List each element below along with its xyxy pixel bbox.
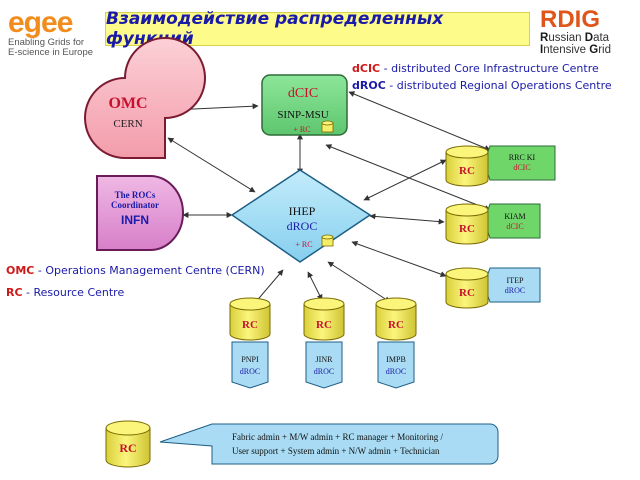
arrow-ihep-rrc bbox=[363, 159, 447, 201]
rc-roles-line2: User support + System admin + N/W admin … bbox=[232, 446, 440, 456]
kiam-line2: dCIC bbox=[506, 222, 523, 231]
rrc-ki-node: RC RRC KI dCIC bbox=[445, 145, 556, 187]
arrow-dcic-rrc bbox=[348, 91, 491, 151]
legend-dcic: dCIC - distributed Core Infrastructure C… bbox=[352, 62, 599, 75]
dcic-sub: SINP-MSU bbox=[277, 109, 328, 121]
impb-line1: IMPB bbox=[386, 355, 406, 364]
egee-logo-line2: E-science in Europe bbox=[8, 47, 94, 58]
impb-node: RC IMPB dROC bbox=[375, 297, 417, 389]
rrc-line2: dCIC bbox=[513, 163, 530, 172]
dcic-badge: + RC bbox=[293, 125, 310, 134]
pnpi-line2: dROC bbox=[240, 367, 260, 376]
arrow-ihep-itep bbox=[351, 241, 447, 277]
itep-line2: dROC bbox=[505, 286, 525, 295]
ihep-line1: IHEP bbox=[289, 204, 316, 218]
omc-sub: CERN bbox=[113, 118, 142, 130]
ihep-db-icon bbox=[321, 234, 334, 247]
arrow-ihep-impb bbox=[327, 261, 391, 303]
impb-rc: RC bbox=[388, 319, 404, 331]
rocs-line3: INFN bbox=[121, 213, 149, 227]
jinr-line1: JINR bbox=[316, 355, 334, 364]
jinr-node: RC JINR dROC bbox=[303, 297, 345, 389]
omc-label: OMC bbox=[108, 95, 147, 112]
itep-node: RC ITEP dROC bbox=[445, 267, 541, 309]
pnpi-rc: RC bbox=[242, 319, 258, 331]
ihep-badge: + RC bbox=[295, 240, 312, 249]
dcic-db-icon bbox=[321, 120, 334, 133]
rrc-line1: RRC KI bbox=[509, 153, 536, 162]
dcic-label: dCIC bbox=[288, 86, 318, 101]
egee-logo-word: egee bbox=[8, 6, 73, 39]
ihep-node: IHEP dROC + RC bbox=[230, 169, 372, 263]
rocs-line2: Coordinator bbox=[111, 200, 159, 210]
jinr-line2: dROC bbox=[314, 367, 334, 376]
pnpi-node: RC PNPI dROC bbox=[229, 297, 271, 389]
legend-rc: RC - Resource Centre bbox=[6, 286, 125, 299]
legend-omc: OMC - Operations Management Centre (CERN… bbox=[6, 264, 265, 277]
rocs-coordinator-node: The ROCs Coordinator INFN bbox=[96, 175, 184, 251]
rrc-rc: RC bbox=[459, 165, 475, 177]
pnpi-line1: PNPI bbox=[241, 355, 259, 364]
jinr-rc: RC bbox=[316, 319, 332, 331]
rdig-logo: RDIG Russian Data Intensive Grid bbox=[540, 8, 636, 64]
rocs-line1: The ROCs bbox=[115, 190, 156, 200]
kiam-node: RC KIAM dCIC bbox=[445, 203, 541, 245]
ihep-line2: dROC bbox=[287, 219, 318, 233]
dcic-node: dCIC SINP-MSU + RC bbox=[261, 74, 348, 136]
itep-line1: ITEP bbox=[507, 276, 524, 285]
rc-roles-rc: RC bbox=[119, 441, 136, 455]
legend-droc: dROC - distributed Regional Operations C… bbox=[352, 79, 612, 92]
arrow-ihep-kiam bbox=[369, 213, 445, 225]
connections bbox=[167, 91, 491, 305]
egee-logo-line1: Enabling Grids for bbox=[8, 37, 85, 48]
omc-node: OMC CERN bbox=[84, 37, 206, 159]
rc-roles-node: RC Fabric admin + M/W admin + RC manager… bbox=[105, 420, 499, 468]
rdig-logo-word: RDIG bbox=[540, 6, 600, 33]
arrow-ihep-jinr bbox=[307, 271, 323, 301]
arrow-omc-ihep bbox=[167, 137, 256, 193]
kiam-line1: KIAM bbox=[504, 212, 525, 221]
impb-line2: dROC bbox=[386, 367, 406, 376]
itep-rc: RC bbox=[459, 287, 475, 299]
rdig-logo-line1: Russian Data bbox=[540, 32, 610, 44]
rc-roles-line1: Fabric admin + M/W admin + RC manager + … bbox=[232, 432, 444, 442]
kiam-rc: RC bbox=[459, 223, 475, 235]
egee-logo: egee Enabling Grids for E-science in Eur… bbox=[8, 8, 108, 64]
rdig-logo-line2: Intensive Grid bbox=[540, 44, 611, 56]
